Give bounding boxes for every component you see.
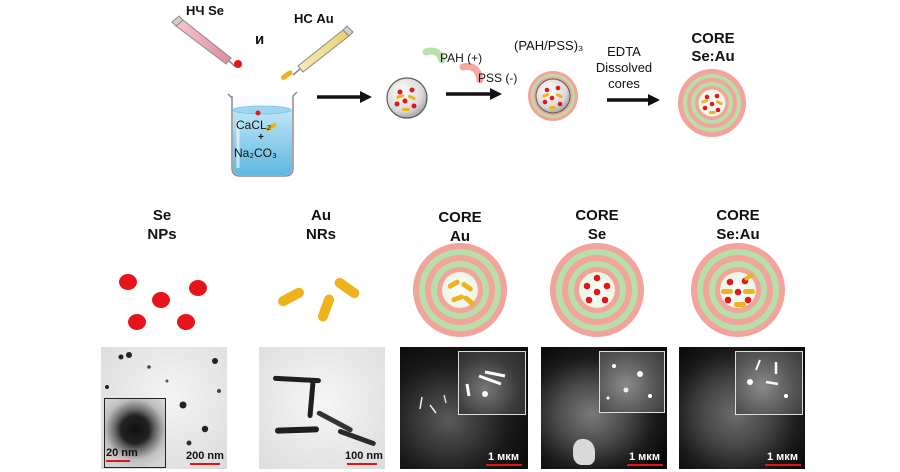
sem-bright-patch — [573, 439, 595, 465]
pah-strand-icon — [422, 47, 446, 64]
scale-bar — [190, 463, 220, 465]
capsule-core-se-au-icon — [678, 69, 746, 137]
inset-sem — [599, 351, 665, 413]
column-title-core-se: CORE Se — [532, 206, 662, 244]
solution-line2: Na₂CO₃ — [234, 146, 277, 160]
arrow-icon — [446, 88, 502, 100]
au-nanorods-icon — [278, 277, 360, 322]
capsule-core-se-au-icon — [691, 243, 785, 337]
title-line1: CORE — [438, 209, 482, 226]
inset-particles — [606, 364, 652, 400]
inset-scale-bar — [106, 460, 130, 462]
column-title-au-nrs: Au NRs — [256, 206, 386, 244]
column-title-core-au: CORE Au — [395, 208, 525, 246]
se-drop-icon — [234, 60, 242, 68]
scale-label: 200 nm — [186, 450, 224, 462]
scale-label: 100 nm — [345, 450, 383, 462]
scale-label: 1 мкм — [488, 451, 519, 463]
solution-plus: + — [258, 132, 264, 143]
title-line1: CORE — [716, 207, 760, 224]
scale-label: 1 мкм — [629, 451, 660, 463]
se-pipette-icon — [171, 15, 237, 68]
inset-rods-particles — [747, 359, 788, 398]
pah-label: PAH (+) — [440, 51, 483, 65]
scale-bar — [765, 464, 801, 466]
scale-bar — [627, 464, 663, 466]
tem-particles — [105, 352, 221, 446]
edta-line1: EDTA — [607, 44, 641, 59]
beaker-icon — [227, 91, 298, 177]
tem-nanorods — [273, 375, 376, 446]
pss-strand-icon — [459, 63, 484, 84]
title-line1: Au — [311, 207, 331, 224]
inset-sem — [458, 351, 526, 415]
sem-image-core-au: 1 мкм — [400, 347, 528, 469]
title-line2: NRs — [305, 226, 336, 243]
core-final-line1: CORE — [691, 30, 735, 47]
core-final-title: CORE Se:Au — [677, 30, 749, 66]
edta-line2: Dissolved — [595, 60, 653, 75]
edta-label: EDTA Dissolved cores — [592, 44, 656, 92]
edta-line3: cores — [608, 76, 640, 91]
column-title-core-se-au: CORE Se:Au — [673, 206, 803, 244]
se-nanoparticles-label: НЧ Se — [186, 3, 225, 18]
pss-label: PSS (-) — [478, 71, 518, 85]
scale-bar — [347, 463, 377, 465]
tem-image-se-nps: 20 nm 200 nm — [101, 347, 227, 469]
capsule-core-au-icon — [413, 243, 507, 337]
title-line2: Au — [450, 228, 470, 245]
scale-bar — [486, 464, 522, 466]
column-title-se-nps: Se NPs — [97, 206, 227, 244]
core-final-line2: Se:Au — [691, 48, 735, 65]
shell-formula-label: (PAH/PSS)₃ — [514, 38, 584, 53]
inset-tem-single-particle — [104, 398, 166, 468]
inset-sem — [735, 351, 803, 415]
solution-line1: CaCL₂ — [236, 118, 272, 132]
title-line2: Se:Au — [716, 226, 760, 243]
arrow-icon — [607, 94, 660, 106]
title-line2: NPs — [147, 226, 177, 243]
se-nanoparticles-icon — [119, 274, 207, 330]
sem-image-core-se-au: 1 мкм — [679, 347, 805, 469]
inset-scale-label: 20 nm — [106, 447, 138, 459]
tem-image-au-nrs: 100 nm — [259, 347, 385, 469]
au-nanorods-label: НС Au — [294, 11, 334, 26]
au-drop-icon — [280, 70, 293, 80]
caco3-core-icon — [386, 77, 428, 119]
coated-core-icon — [528, 71, 578, 121]
conjunction-label: и — [255, 31, 265, 48]
scale-label: 1 мкм — [767, 451, 798, 463]
au-pipette-icon — [292, 25, 354, 76]
sem-image-core-se: 1 мкм — [541, 347, 667, 469]
title-line1: CORE — [575, 207, 619, 224]
capsule-core-se-icon — [550, 243, 644, 337]
sem-rods — [419, 394, 447, 414]
inset-rods — [465, 370, 506, 397]
arrow-icon — [317, 91, 372, 103]
title-line1: Se — [152, 207, 172, 224]
title-line2: Se — [587, 226, 607, 243]
